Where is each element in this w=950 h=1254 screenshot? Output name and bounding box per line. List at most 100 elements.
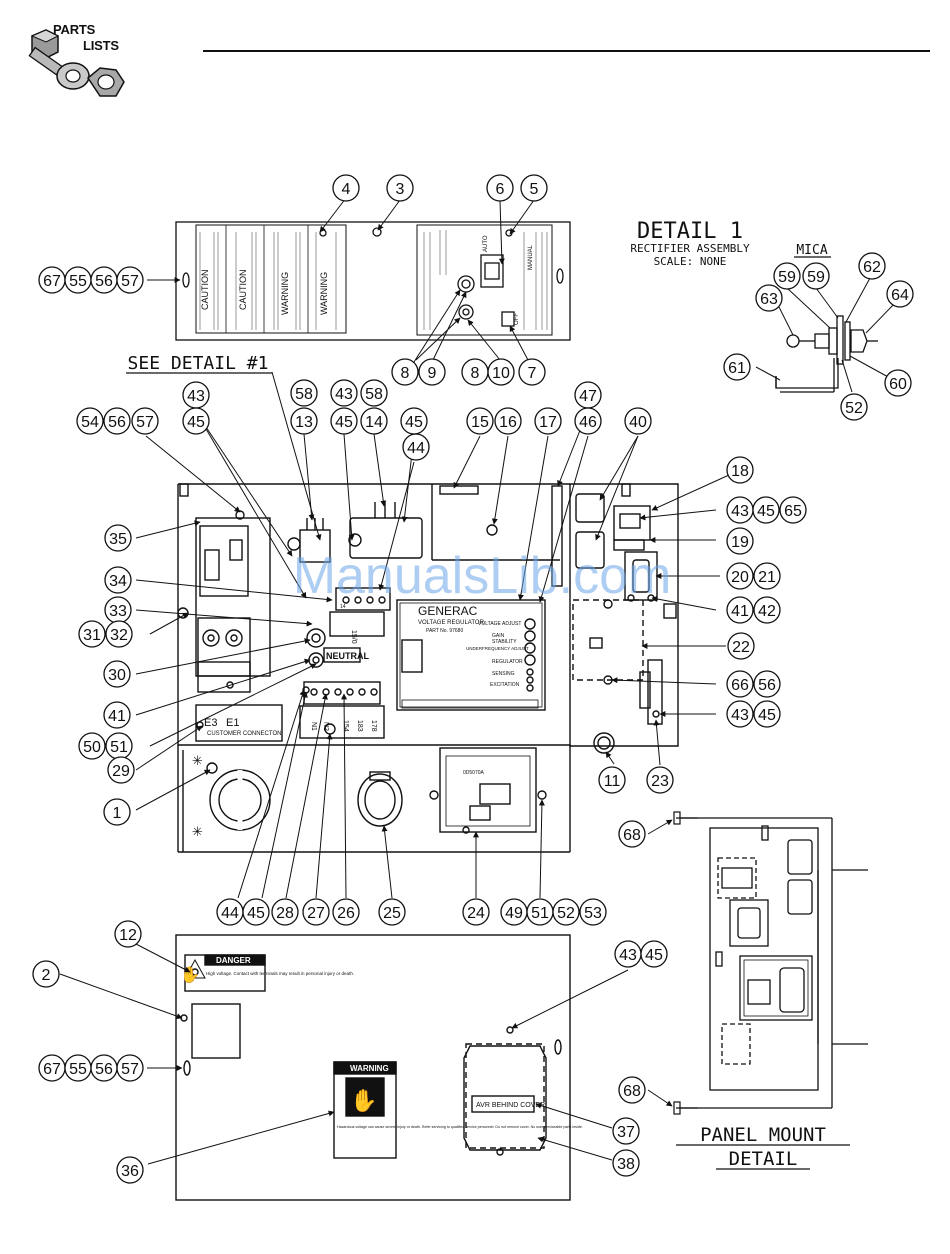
callout-68: 68 [618,1076,646,1104]
callout-circle [378,898,406,926]
warning-label-2: WARNING [319,272,329,315]
callout-circle [78,620,106,648]
callout-circle [640,940,668,968]
term-154: 154 [342,720,349,732]
callout-number: 53 [584,905,602,922]
callout-19: 19 [726,527,754,555]
callout-number: 45 [187,414,205,431]
callout-52: 52 [552,898,580,926]
callout-47: 47 [574,381,602,409]
callout-34: 34 [104,566,132,594]
callout-51: 51 [526,898,554,926]
vr-sensing: SENSING [492,671,515,677]
caution-warning-labels: CAUTION CAUTION WARNING WARNING [200,270,329,316]
callout-circle [752,496,780,524]
callout-number: 44 [221,905,239,922]
callout-6: 6 [486,174,514,202]
callout-45: 45 [752,496,780,524]
callout-number: 9 [428,365,437,382]
callout-1: 1 [103,798,131,826]
callout-circle [840,393,868,421]
callout-circle [487,358,515,386]
switch-manual-label: MANUAL [528,244,534,270]
callout-circle [131,407,159,435]
panel-mount-title-2: DETAIL [729,1148,798,1170]
callout-circle [753,596,781,624]
callout-number: 1 [113,805,122,822]
callout-circle [723,353,751,381]
warning-label-title: WARNING [350,1064,389,1073]
callout-circle [32,960,60,988]
callout-42: 42 [753,596,781,624]
callout-46: 46 [574,407,602,435]
term-n1: N1 [310,722,317,731]
callout-9: 9 [418,358,446,386]
callout-circle [332,898,360,926]
callout-number: 63 [760,291,778,308]
callout-4: 4 [332,174,360,202]
callout-number: 21 [758,569,776,586]
callout-24: 24 [462,898,490,926]
callout-number: 57 [121,1061,139,1078]
callout-number: 43 [731,707,749,724]
board-part-label: 0D5070A [463,770,485,776]
callout-64: 64 [886,280,914,308]
callout-56: 56 [103,407,131,435]
callout-27: 27 [302,898,330,926]
callout-circle [779,496,807,524]
callout-number: 56 [95,273,113,290]
callout-number: 56 [95,1061,113,1078]
callout-circle [418,358,446,386]
callout-circle [76,407,104,435]
callout-number: 27 [307,905,325,922]
callout-55: 55 [64,1054,92,1082]
callout-23: 23 [646,766,674,794]
neutral-label: NEUTRAL [326,651,369,661]
e1-label: E1 [226,717,239,729]
callout-circle [105,620,133,648]
callout-number: 54 [81,414,99,431]
callout-circle [753,670,781,698]
callout-number: 16 [499,414,517,431]
callout-circle [242,898,270,926]
danger-text: High voltage. Contact with terminals may… [206,971,354,976]
callout-32: 32 [105,620,133,648]
callout-49: 49 [500,898,528,926]
term-178: 178 [370,720,377,732]
callout-number: 11 [604,773,621,790]
callout-number: 40 [629,414,647,431]
vr-name: VOLTAGE REGULATOR [418,620,485,626]
callout-33: 33 [104,596,132,624]
callout-number: 29 [112,763,130,780]
callout-21: 21 [753,562,781,590]
vr-part: PART No. 97680 [426,628,463,634]
callout-number: 64 [891,287,909,304]
callout-43: 43 [330,379,358,407]
callout-number: 57 [136,414,154,431]
callout-circle [116,266,144,294]
callout-circle [612,1149,640,1177]
callout-43: 43 [726,700,754,728]
callout-57: 57 [116,266,144,294]
callout-number: 41 [731,603,749,620]
callout-circle [332,174,360,202]
panel-mount-detail [676,817,868,1109]
callout-circle [886,280,914,308]
callout-circle [290,379,318,407]
callout-60: 60 [884,369,912,397]
callout-number: 59 [778,269,796,286]
callout-20: 20 [726,562,754,590]
callout-circle [114,920,142,948]
callout-circle [360,379,388,407]
callout-number: 38 [617,1156,635,1173]
vr-brand: GENERAC [418,604,478,618]
callout-45: 45 [182,407,210,435]
callout-circle [579,898,607,926]
callout-number: 2 [42,967,51,984]
callout-number: 8 [401,365,410,382]
callout-circle [618,1076,646,1104]
callout-circle [391,358,419,386]
callout-number: 45 [645,947,663,964]
callout-number: 45 [247,905,265,922]
top-panel [175,221,571,341]
